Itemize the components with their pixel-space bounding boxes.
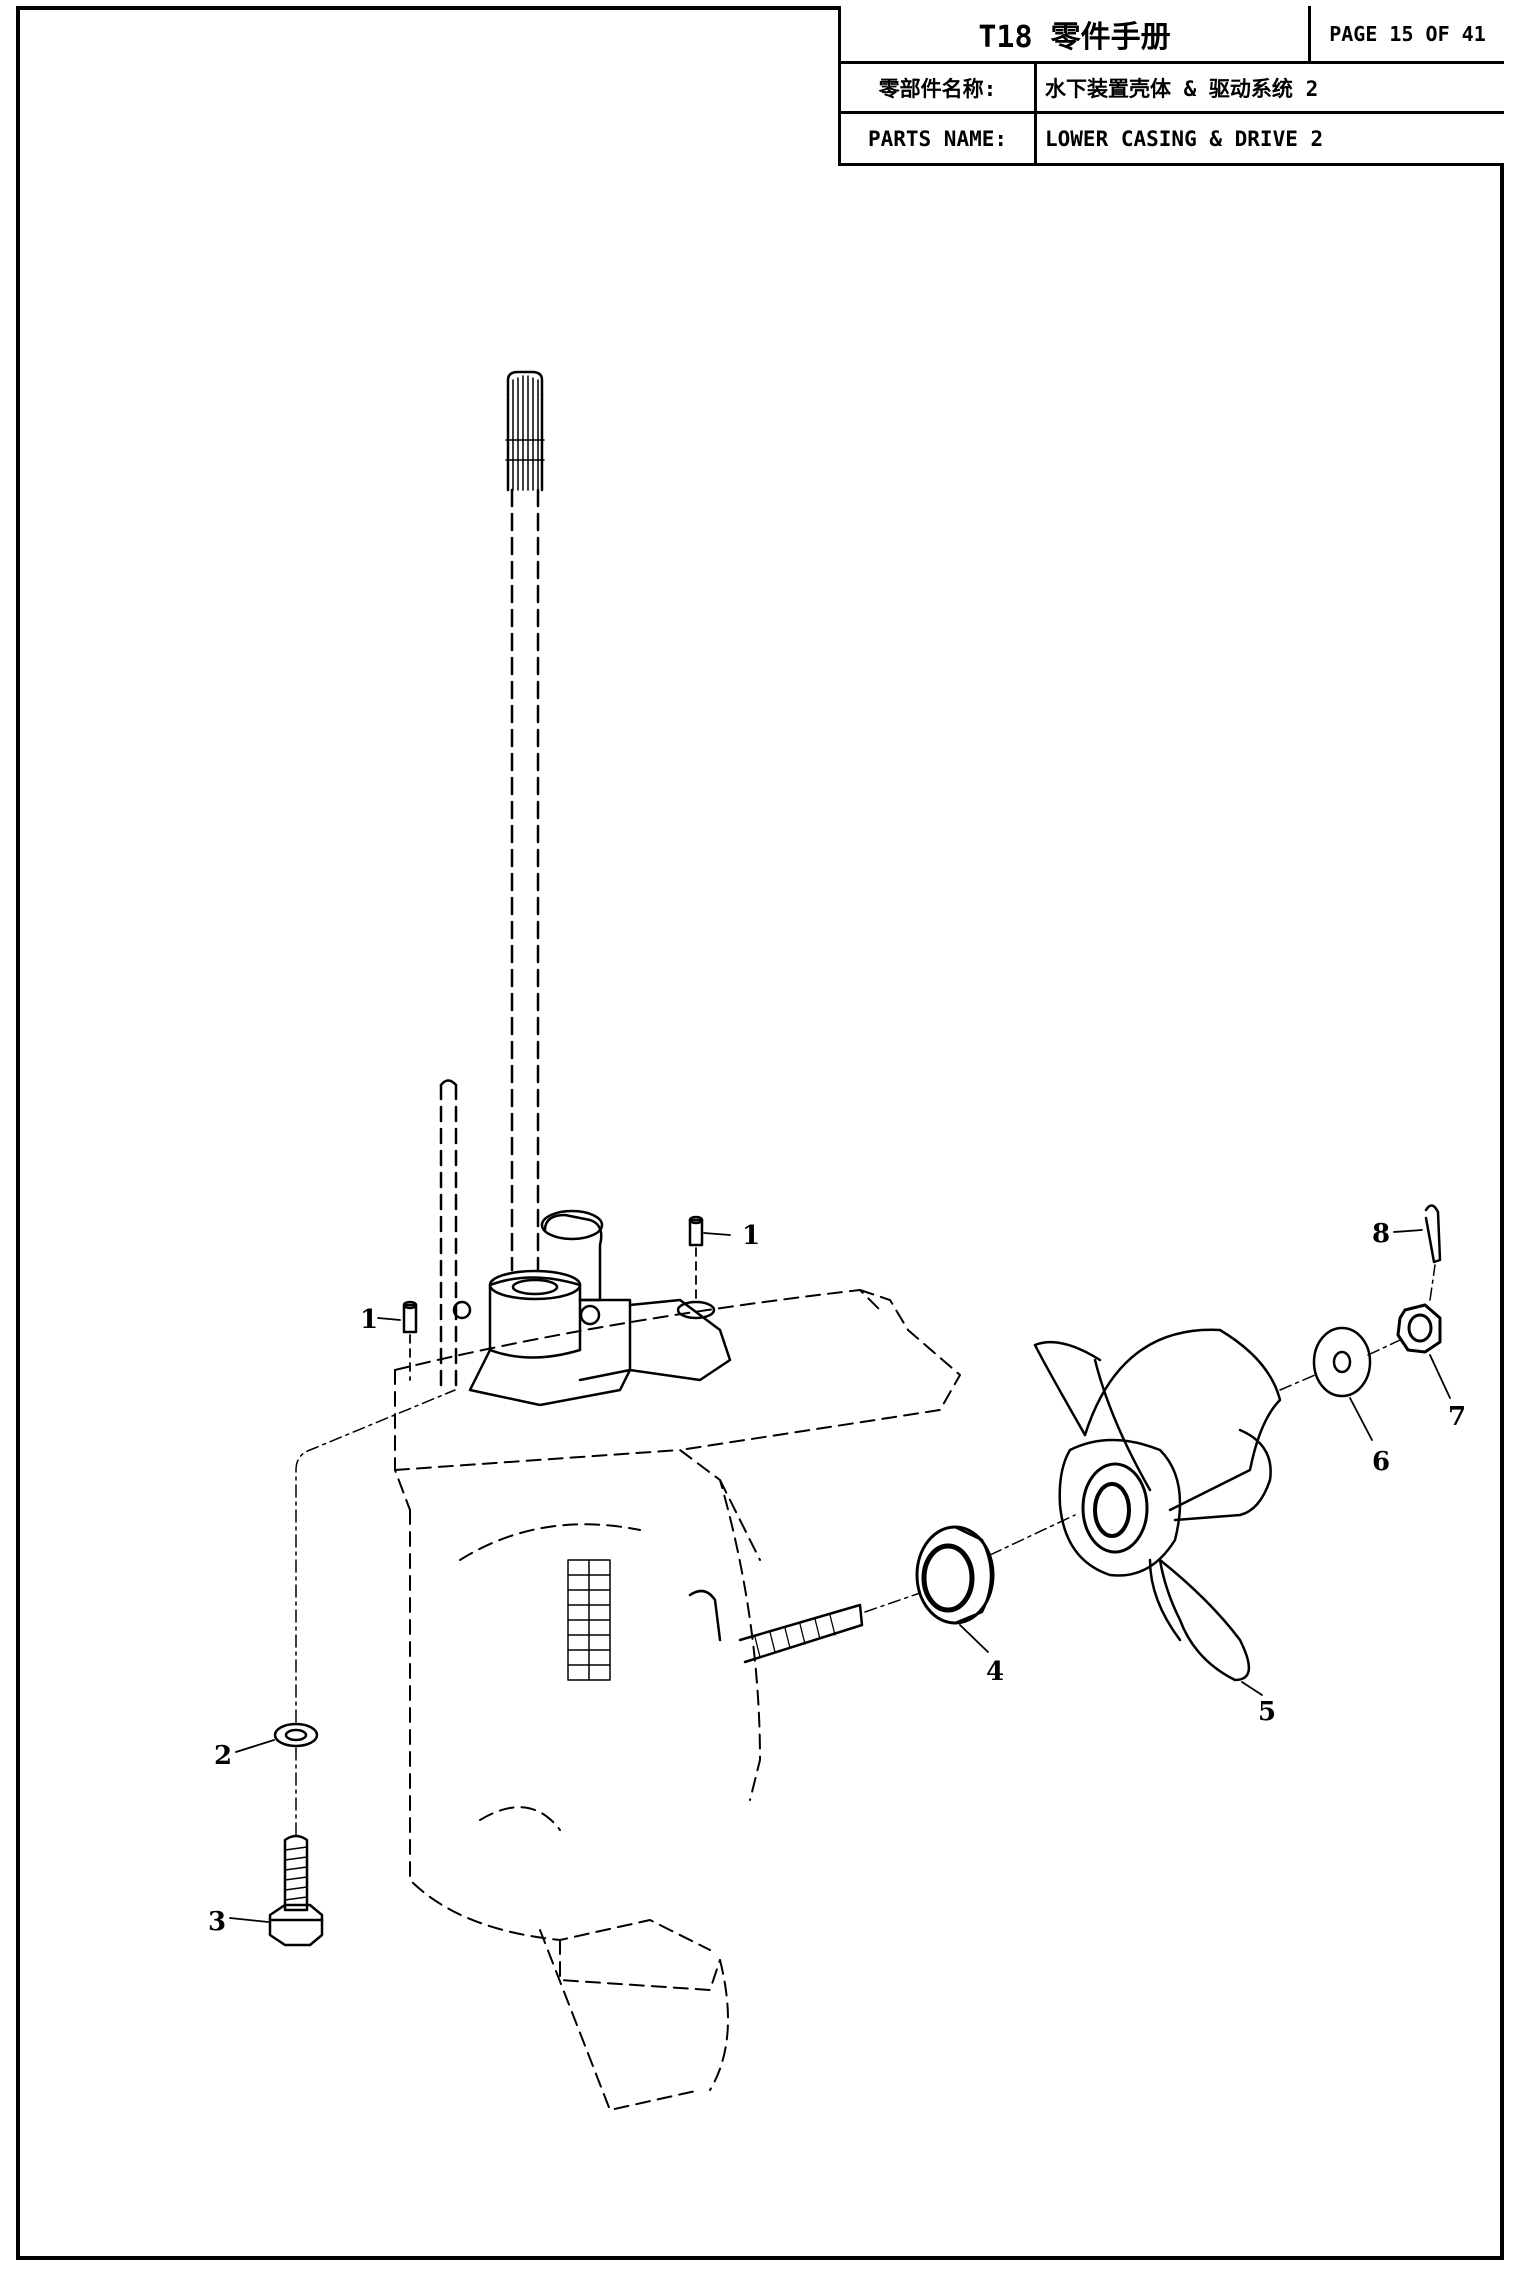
water-intake-grille — [567, 1559, 611, 1681]
dowel-pin-left — [402, 1300, 418, 1381]
drawing-border — [16, 6, 1504, 2260]
assembly-lines — [295, 1264, 1436, 1836]
title-row: T18 零件手册 PAGE 15 OF 41 — [841, 6, 1504, 64]
thrust-spacer — [915, 1525, 995, 1625]
propeller-washer — [1312, 1326, 1372, 1398]
callout-spacer: 4 — [986, 1657, 1004, 1687]
callout-bolt: 3 — [208, 1907, 226, 1937]
water-pump-housing — [452, 1209, 732, 1407]
hex-bolt — [268, 1834, 324, 1947]
en-name-row: PARTS NAME: LOWER CASING & DRIVE 2 — [841, 114, 1504, 163]
cotter-pin — [1424, 1204, 1442, 1264]
cn-name-value: 水下装置壳体 & 驱动系统 2 — [1045, 76, 1319, 101]
drive-shaft — [505, 370, 545, 1272]
callout-prop-washer: 6 — [1372, 1447, 1390, 1477]
dowel-pin-upper — [688, 1215, 704, 1301]
callout-pin-left: 1 — [360, 1305, 378, 1335]
propeller-shaft — [688, 1589, 864, 1664]
callout-cotter-pin: 8 — [1372, 1219, 1390, 1249]
shift-rod — [439, 1079, 458, 1392]
page-indicator: PAGE 15 OF 41 — [1329, 21, 1486, 46]
propeller — [1033, 1328, 1282, 1682]
title-block: T18 零件手册 PAGE 15 OF 41 零部件名称: 水下装置壳体 & 驱… — [838, 6, 1504, 166]
manual-title: T18 零件手册 — [841, 6, 1311, 61]
en-name-value: LOWER CASING & DRIVE 2 — [1045, 126, 1324, 151]
cn-name-label: 零部件名称: — [841, 64, 1037, 111]
callout-pin-upper: 1 — [742, 1221, 760, 1251]
callout-washer: 2 — [214, 1741, 232, 1771]
leader-lines — [229, 1229, 1451, 1923]
callout-propeller: 5 — [1258, 1697, 1276, 1727]
callout-nut: 7 — [1448, 1402, 1466, 1432]
cn-name-row: 零部件名称: 水下装置壳体 & 驱动系统 2 — [841, 64, 1504, 114]
en-name-label: PARTS NAME: — [841, 114, 1037, 163]
lower-casing — [394, 1289, 961, 2111]
flat-washer — [273, 1722, 319, 1748]
castle-nut — [1396, 1303, 1442, 1354]
